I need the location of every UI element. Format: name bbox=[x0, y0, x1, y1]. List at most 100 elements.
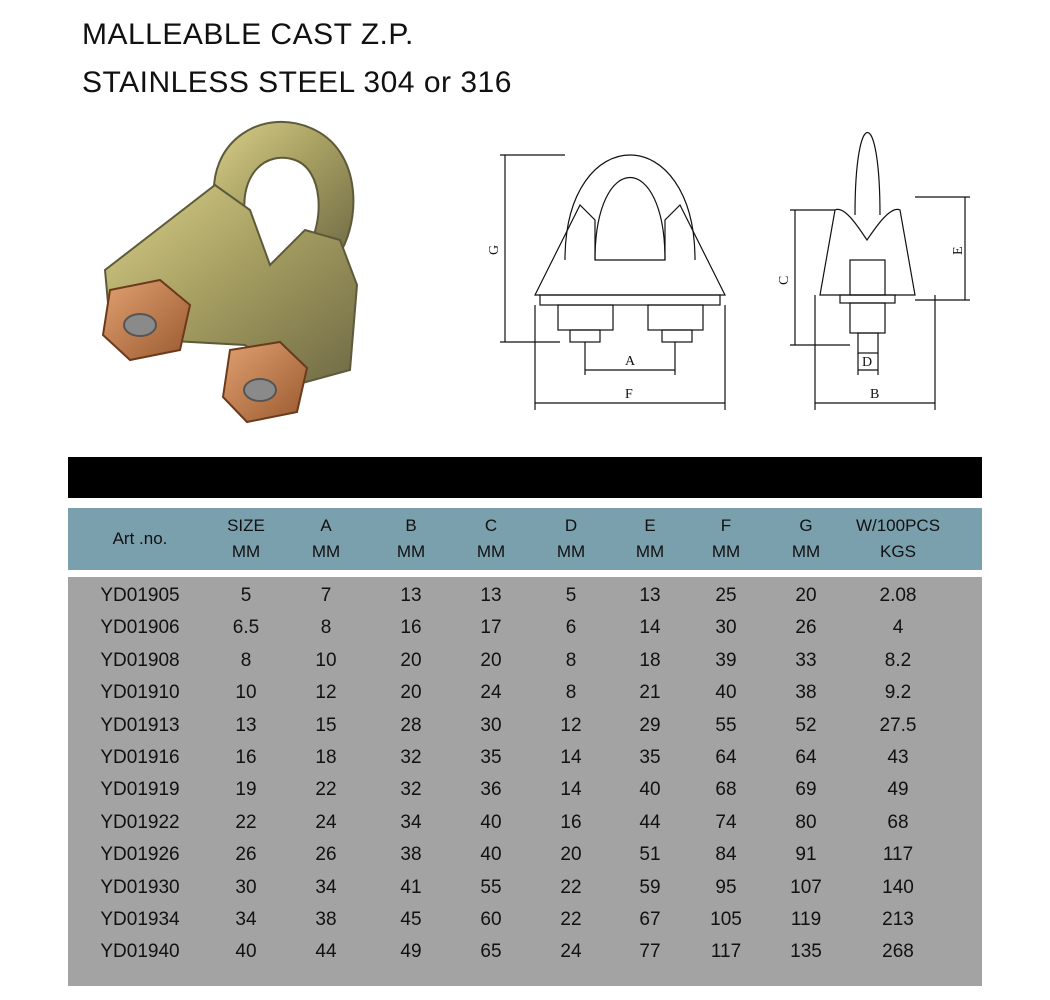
table-cell: 40 bbox=[480, 844, 502, 866]
column-header-label: B bbox=[405, 516, 417, 535]
table-cell: 40 bbox=[480, 811, 502, 833]
table-cell: YD01916 bbox=[100, 747, 180, 768]
column-header: F MM bbox=[681, 508, 771, 570]
table-cell: 95 bbox=[715, 876, 737, 898]
table-cell: 59 bbox=[639, 876, 661, 898]
table-cell: 117 bbox=[710, 941, 742, 963]
table-cell: 38 bbox=[400, 844, 422, 866]
table-cell: 13 bbox=[400, 585, 422, 606]
column-header-label: A bbox=[320, 516, 332, 535]
table-cell: 27.5 bbox=[879, 714, 917, 736]
table-cell: 13 bbox=[480, 585, 502, 606]
table-cell: 35 bbox=[639, 747, 661, 768]
column-header-label: F bbox=[720, 516, 732, 535]
label-e: E bbox=[951, 246, 966, 255]
wire-rope-clip-photo bbox=[101, 120, 359, 424]
label-b: B bbox=[870, 387, 879, 402]
table-cell: 15 bbox=[315, 714, 337, 736]
table-cell: 49 bbox=[887, 779, 909, 801]
table-cell: YD01913 bbox=[100, 714, 180, 736]
column-header-unit: KGS bbox=[880, 542, 916, 561]
table-cell: 13 bbox=[639, 585, 661, 606]
table-cell: 4 bbox=[892, 617, 904, 639]
table-cell: 18 bbox=[315, 747, 337, 768]
table-cell: 6 bbox=[565, 617, 577, 639]
table-cell: 68 bbox=[715, 779, 737, 801]
table-cell: 26 bbox=[315, 844, 337, 866]
table-cell: 26 bbox=[795, 617, 817, 639]
table-cell: 8 bbox=[565, 649, 577, 671]
table-cell: 268 bbox=[882, 941, 914, 963]
table-cell: 24 bbox=[480, 682, 502, 704]
table-cell: 10 bbox=[315, 649, 337, 671]
column-header-label: E bbox=[644, 516, 656, 535]
table-cell: 51 bbox=[639, 844, 661, 866]
table-cell: 80 bbox=[795, 811, 817, 833]
table-cell: 74 bbox=[715, 811, 737, 833]
table-cell: 19 bbox=[235, 779, 257, 801]
table-cell: 8 bbox=[320, 617, 332, 639]
table-cell: 26 bbox=[235, 844, 257, 866]
table-cell: YD01919 bbox=[100, 779, 180, 801]
table-cell: 21 bbox=[639, 682, 661, 704]
table-cell: 55 bbox=[715, 714, 737, 736]
table-cell: YD01906 bbox=[100, 617, 180, 639]
table-cell: 12 bbox=[560, 714, 582, 736]
table-cell: 25 bbox=[715, 585, 737, 606]
column-header-label: W/100PCS bbox=[855, 516, 941, 535]
table-cell: 10 bbox=[235, 682, 257, 704]
table-cell: 6.5 bbox=[232, 617, 260, 639]
table-cell: 69 bbox=[795, 779, 817, 801]
column-header-unit: MM bbox=[711, 542, 741, 561]
table-cell: 14 bbox=[560, 747, 582, 768]
table-cell: 8 bbox=[240, 649, 252, 671]
column-header: W/100PCS KGS bbox=[843, 508, 953, 570]
table-cell: 34 bbox=[315, 876, 337, 898]
table-cell: 43 bbox=[887, 747, 909, 768]
column-header-label: Art .no. bbox=[112, 529, 168, 548]
column-header-unit: MM bbox=[311, 542, 341, 561]
table-cell: 16 bbox=[235, 747, 257, 768]
table-cell: 84 bbox=[715, 844, 737, 866]
table-cell: 64 bbox=[795, 747, 817, 768]
table-cell: 45 bbox=[400, 909, 422, 930]
table-cell: 91 bbox=[795, 844, 817, 866]
table-cell: 41 bbox=[400, 876, 422, 898]
table-cell: 30 bbox=[715, 617, 737, 639]
table-cell: 30 bbox=[480, 714, 502, 736]
table-cell: 8.2 bbox=[884, 649, 912, 671]
table-cell: 119 bbox=[790, 909, 822, 930]
table-cell: 22 bbox=[315, 779, 337, 801]
label-g: G bbox=[487, 245, 502, 255]
table-cell: 33 bbox=[795, 649, 817, 671]
table-cell: 17 bbox=[480, 617, 502, 639]
column-header-unit: MM bbox=[556, 542, 586, 561]
table-cell: 5 bbox=[565, 585, 577, 606]
table-cell: 68 bbox=[887, 811, 909, 833]
table-cell: YD01926 bbox=[100, 844, 180, 866]
table-cell: 49 bbox=[400, 941, 422, 963]
table-cell: 22 bbox=[560, 876, 582, 898]
table-cell: 135 bbox=[790, 941, 822, 963]
table-cell: 5 bbox=[240, 585, 252, 606]
table-cell: 34 bbox=[235, 909, 257, 930]
column-header-label: G bbox=[799, 516, 813, 535]
label-c: C bbox=[777, 276, 792, 285]
table-cell: 32 bbox=[400, 747, 422, 768]
table-cell: 16 bbox=[400, 617, 422, 639]
label-f: F bbox=[625, 387, 633, 402]
column-header-unit: MM bbox=[476, 542, 506, 561]
table-cell: 14 bbox=[639, 617, 661, 639]
table-cell: 2.08 bbox=[879, 585, 917, 606]
table-cell: 30 bbox=[235, 876, 257, 898]
table-cell: 44 bbox=[315, 941, 337, 963]
